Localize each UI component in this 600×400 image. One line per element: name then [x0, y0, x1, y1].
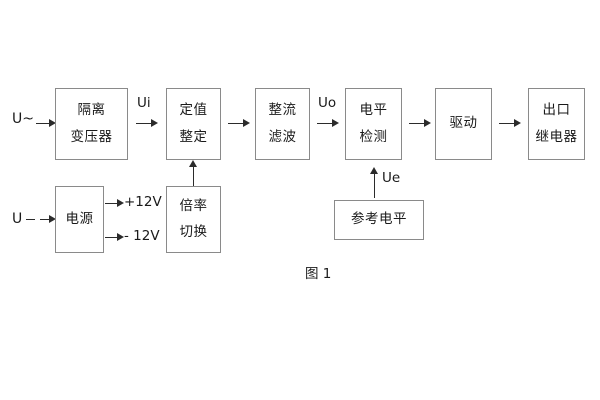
- arrow-drive-to-relay-icon: [514, 119, 521, 127]
- arrow-setting-to-rectify-icon: [243, 119, 250, 127]
- arrow-reference-to-level-icon: [370, 167, 378, 174]
- connector-uo-line: [317, 123, 333, 124]
- arrow-u-ac-icon: [49, 119, 56, 127]
- signal-label-ue: Ue: [382, 170, 401, 186]
- block-setting-value-line-1: 定值: [179, 102, 208, 118]
- arrow-u-dc-icon: [49, 215, 56, 223]
- input-label-u-ac: U~: [12, 111, 34, 127]
- signal-label-uo: Uo: [318, 95, 337, 111]
- block-reference-level: 参考电平: [334, 200, 424, 240]
- arrow-uo-icon: [332, 119, 339, 127]
- block-isolation-transformer-line-1: 隔离: [77, 102, 106, 118]
- arrow-level-to-drive-icon: [424, 119, 431, 127]
- connector-drive-to-relay: [499, 123, 515, 124]
- block-output-relay: 出口 继电器: [528, 88, 585, 160]
- block-level-detection: 电平 检测: [345, 88, 402, 160]
- block-rectify-filter-line-2: 滤波: [268, 128, 297, 145]
- connector-ratio-to-setting: [193, 165, 194, 186]
- signal-label-ui: Ui: [137, 95, 151, 111]
- input-label-u-dc: U: [12, 211, 23, 227]
- block-power-supply-line-1: 电源: [65, 210, 94, 227]
- block-isolation-transformer: 隔离 变压器: [55, 88, 128, 160]
- connector-rail-positive: [105, 203, 118, 204]
- input-dc-dash-icon: [26, 219, 35, 220]
- rail-label-negative: - 12V: [124, 228, 160, 244]
- block-setting-value: 定值 整定: [166, 88, 221, 160]
- block-level-detection-line-2: 检测: [359, 128, 388, 145]
- connector-ui-line: [136, 123, 152, 124]
- block-ratio-switching-line-2: 切换: [179, 224, 208, 240]
- connector-reference-to-level: [374, 172, 375, 198]
- arrow-rail-negative-icon: [117, 233, 124, 241]
- rail-label-positive: +12V: [124, 194, 162, 210]
- block-reference-level-line-1: 参考电平: [351, 211, 407, 228]
- block-isolation-transformer-line-2: 变压器: [70, 128, 113, 145]
- block-power-supply: 电源: [55, 186, 104, 253]
- block-level-detection-line-1: 电平: [359, 102, 388, 118]
- block-output-relay-line-1: 出口: [542, 102, 571, 118]
- block-setting-value-line-2: 整定: [179, 128, 208, 145]
- block-drive-line-1: 驱动: [449, 115, 478, 132]
- block-ratio-switching-line-1: 倍率: [179, 197, 208, 214]
- block-ratio-switching: 倍率 切换: [166, 186, 221, 253]
- connector-setting-to-rectify: [228, 123, 244, 124]
- block-rectify-filter: 整流 滤波: [255, 88, 310, 160]
- connector-level-to-drive: [409, 123, 425, 124]
- block-output-relay-line-2: 继电器: [535, 128, 578, 145]
- block-drive: 驱动: [435, 88, 492, 160]
- connector-u-ac-line: [36, 123, 50, 124]
- arrow-ui-icon: [151, 119, 158, 127]
- connector-rail-negative: [105, 237, 118, 238]
- figure-caption: 图 1: [305, 266, 332, 282]
- arrow-ratio-to-setting-icon: [189, 160, 197, 167]
- block-rectify-filter-line-1: 整流: [268, 102, 297, 118]
- arrow-rail-positive-icon: [117, 199, 124, 207]
- connector-u-dc-line: [40, 219, 50, 220]
